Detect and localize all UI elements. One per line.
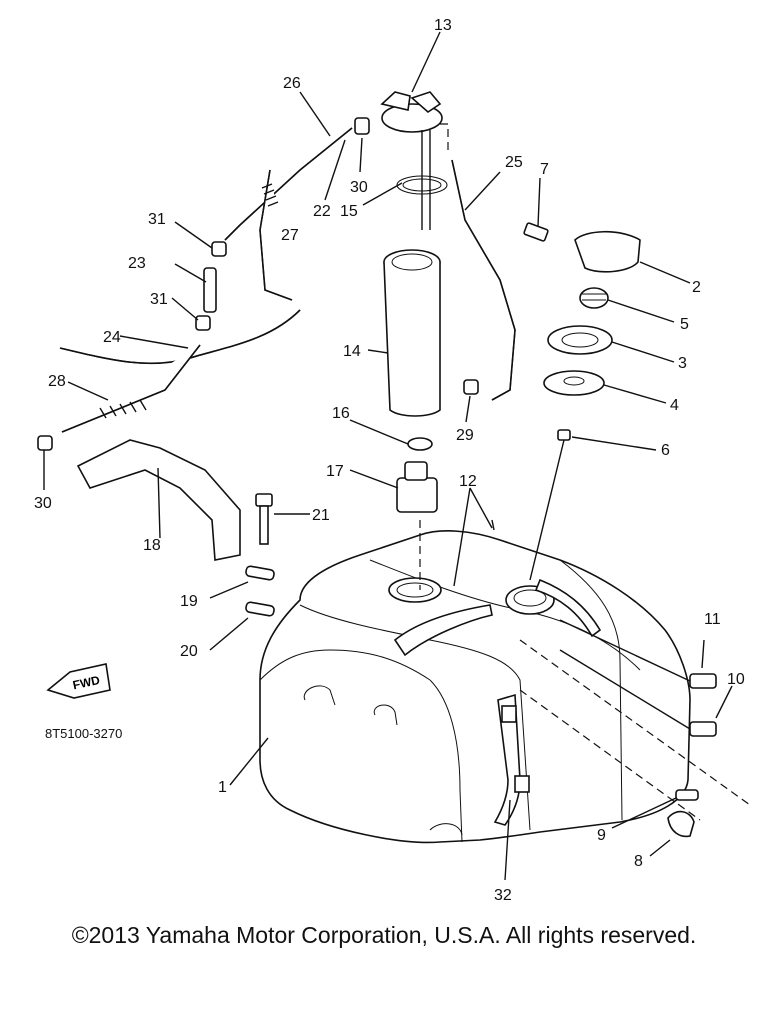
callout-13: 13 [434,17,452,34]
bracket-and-fasteners [76,439,751,838]
callout-27: 27 [281,227,299,244]
callout-20: 20 [180,643,198,660]
callout-16: 16 [332,405,350,422]
callout-8: 8 [634,853,643,870]
callout-15: 15 [340,203,358,220]
callout-24: 24 [103,329,121,346]
fuel-tank [259,530,691,844]
fuel-sender-assembly [380,91,448,590]
hose-fittings [37,117,479,451]
callout-3: 3 [678,355,687,372]
leader-lines [43,31,733,881]
callout-28: 28 [48,373,66,390]
forward-direction-arrow: FWD [46,663,111,699]
callout-11: 11 [704,611,721,628]
fwd-label: FWD [71,673,101,692]
callout-7: 7 [540,161,549,178]
fuel-cap-assembly [523,222,641,581]
callout-18: 18 [143,537,161,554]
callout-14: 14 [343,343,361,360]
callout-30: 30 [350,179,368,196]
callout-5: 5 [680,316,689,333]
callout-25: 25 [505,154,523,171]
callout-10: 10 [727,671,745,688]
callout-12: 12 [459,473,477,490]
callout-17: 17 [326,463,344,480]
callout-labels: 13 26 22 30 15 27 25 7 2 5 3 4 6 31 23 3… [34,17,745,904]
callout-26: 26 [283,75,301,92]
callout-9: 9 [597,827,606,844]
callout-22: 22 [313,203,331,220]
callout-31-top: 31 [148,211,166,228]
callout-29: 29 [456,427,474,444]
fuel-hoses [59,123,516,433]
callout-4: 4 [670,397,679,414]
callout-6: 6 [661,442,670,459]
callout-19: 19 [180,593,198,610]
callout-2: 2 [692,279,701,296]
callout-32: 32 [494,887,512,904]
callout-31-bottom: 31 [150,291,168,308]
part-code: 8T5100-3270 [45,726,122,741]
callout-1: 1 [218,779,227,796]
callout-21: 21 [312,507,330,524]
callout-23: 23 [128,255,146,272]
copyright-notice: ©2013 Yamaha Motor Corporation, U.S.A. A… [71,922,697,948]
callout-30-left: 30 [34,495,52,512]
